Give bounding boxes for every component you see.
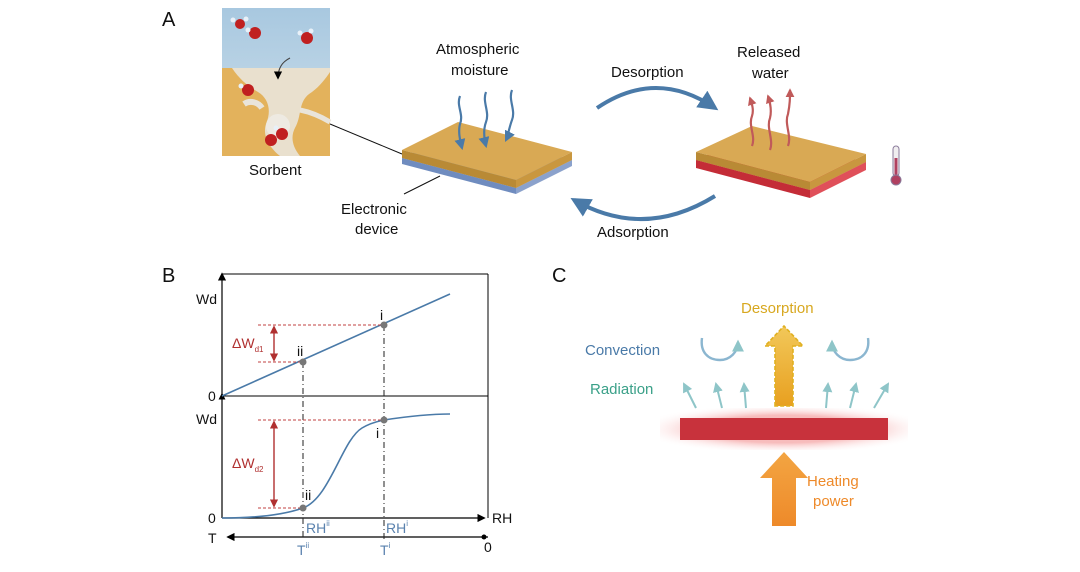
radiation-label: Radiation	[590, 381, 653, 398]
top-point-i	[380, 321, 388, 329]
t-axis-origin-dot	[481, 534, 487, 540]
released-label-line2: water	[751, 65, 789, 82]
adsorption-cycle-arrow	[570, 194, 717, 222]
heating-label-line1: Heating	[807, 473, 859, 490]
panel-a-letter: A	[162, 9, 176, 31]
rh-ii-label: RHii	[306, 519, 330, 536]
t-axis-label: T	[208, 530, 217, 546]
convection-arrow-left-icon	[700, 337, 744, 362]
sorbent-label: Sorbent	[249, 162, 302, 179]
water-molecule-icon	[230, 16, 249, 29]
bottom-point-i-label: i	[376, 425, 379, 441]
water-molecule-icon	[238, 83, 254, 96]
bottom-point-ii-label: ii	[305, 487, 311, 503]
water-molecule-icon	[245, 27, 261, 39]
s-shaped-isotherm-curve	[221, 413, 451, 519]
device-label-line2: device	[355, 221, 398, 238]
panel-b-letter: B	[162, 265, 175, 287]
thermometer-icon	[890, 145, 902, 186]
device-label-line1: Electronic	[341, 201, 407, 218]
bottom-point-i	[380, 416, 388, 424]
top-zero-label: 0	[208, 388, 216, 404]
top-point-i-label: i	[380, 307, 383, 323]
rh-axis-label: RH	[492, 510, 512, 526]
linear-isotherm-curve	[221, 293, 451, 397]
bottom-point-ii	[299, 504, 307, 512]
desorption-label-a: Desorption	[611, 64, 684, 81]
t-i-label: Ti	[380, 541, 391, 558]
top-ylabel: Wd	[196, 291, 217, 307]
t-zero-label: 0	[484, 539, 492, 555]
desorption-cycle-arrow	[595, 86, 719, 111]
released-water-arrows-icon	[748, 88, 795, 151]
convection-arrow-right-icon	[826, 337, 870, 362]
bottom-zero-label: 0	[208, 510, 216, 526]
top-point-ii	[299, 358, 307, 366]
delta-wd2-label: ΔWd2	[232, 455, 264, 474]
released-label-line1: Released	[737, 44, 800, 61]
heated-device-stack	[696, 126, 866, 198]
heater-bar	[680, 418, 888, 440]
sorbent-leader-line	[329, 123, 403, 155]
bottom-ylabel: Wd	[196, 411, 217, 427]
water-molecule-icon	[297, 28, 314, 44]
convection-label: Convection	[585, 342, 660, 359]
device-stack	[402, 122, 572, 194]
device-leader-line	[403, 175, 441, 195]
moisture-arrows-icon	[454, 89, 515, 151]
panel-a: A Sorbent	[162, 8, 902, 241]
panel-b: B Wd 0 Wd 0 RH T 0 ΔWd1 ΔWd2	[162, 265, 512, 558]
adsorption-label-a: Adsorption	[597, 224, 669, 241]
panel-c: C Desorption Convection Radiation Heatin…	[552, 265, 908, 526]
desorption-label-c: Desorption	[741, 300, 814, 317]
moisture-label-line2: moisture	[451, 62, 509, 79]
moisture-label-line1: Atmospheric	[436, 41, 520, 58]
water-molecule-icon	[265, 125, 288, 146]
desorption-arrow-icon	[763, 324, 805, 407]
heating-label-line2: power	[813, 493, 854, 510]
radiation-arrows-icon	[683, 382, 890, 409]
sorbent-inset-image	[222, 8, 332, 156]
top-point-ii-label: ii	[297, 343, 303, 359]
t-ii-label: Tii	[297, 541, 309, 558]
heating-power-arrow-icon	[760, 452, 808, 526]
panel-c-letter: C	[552, 265, 566, 287]
rh-i-label: RHi	[386, 519, 408, 536]
delta-wd1-label: ΔWd1	[232, 335, 264, 354]
